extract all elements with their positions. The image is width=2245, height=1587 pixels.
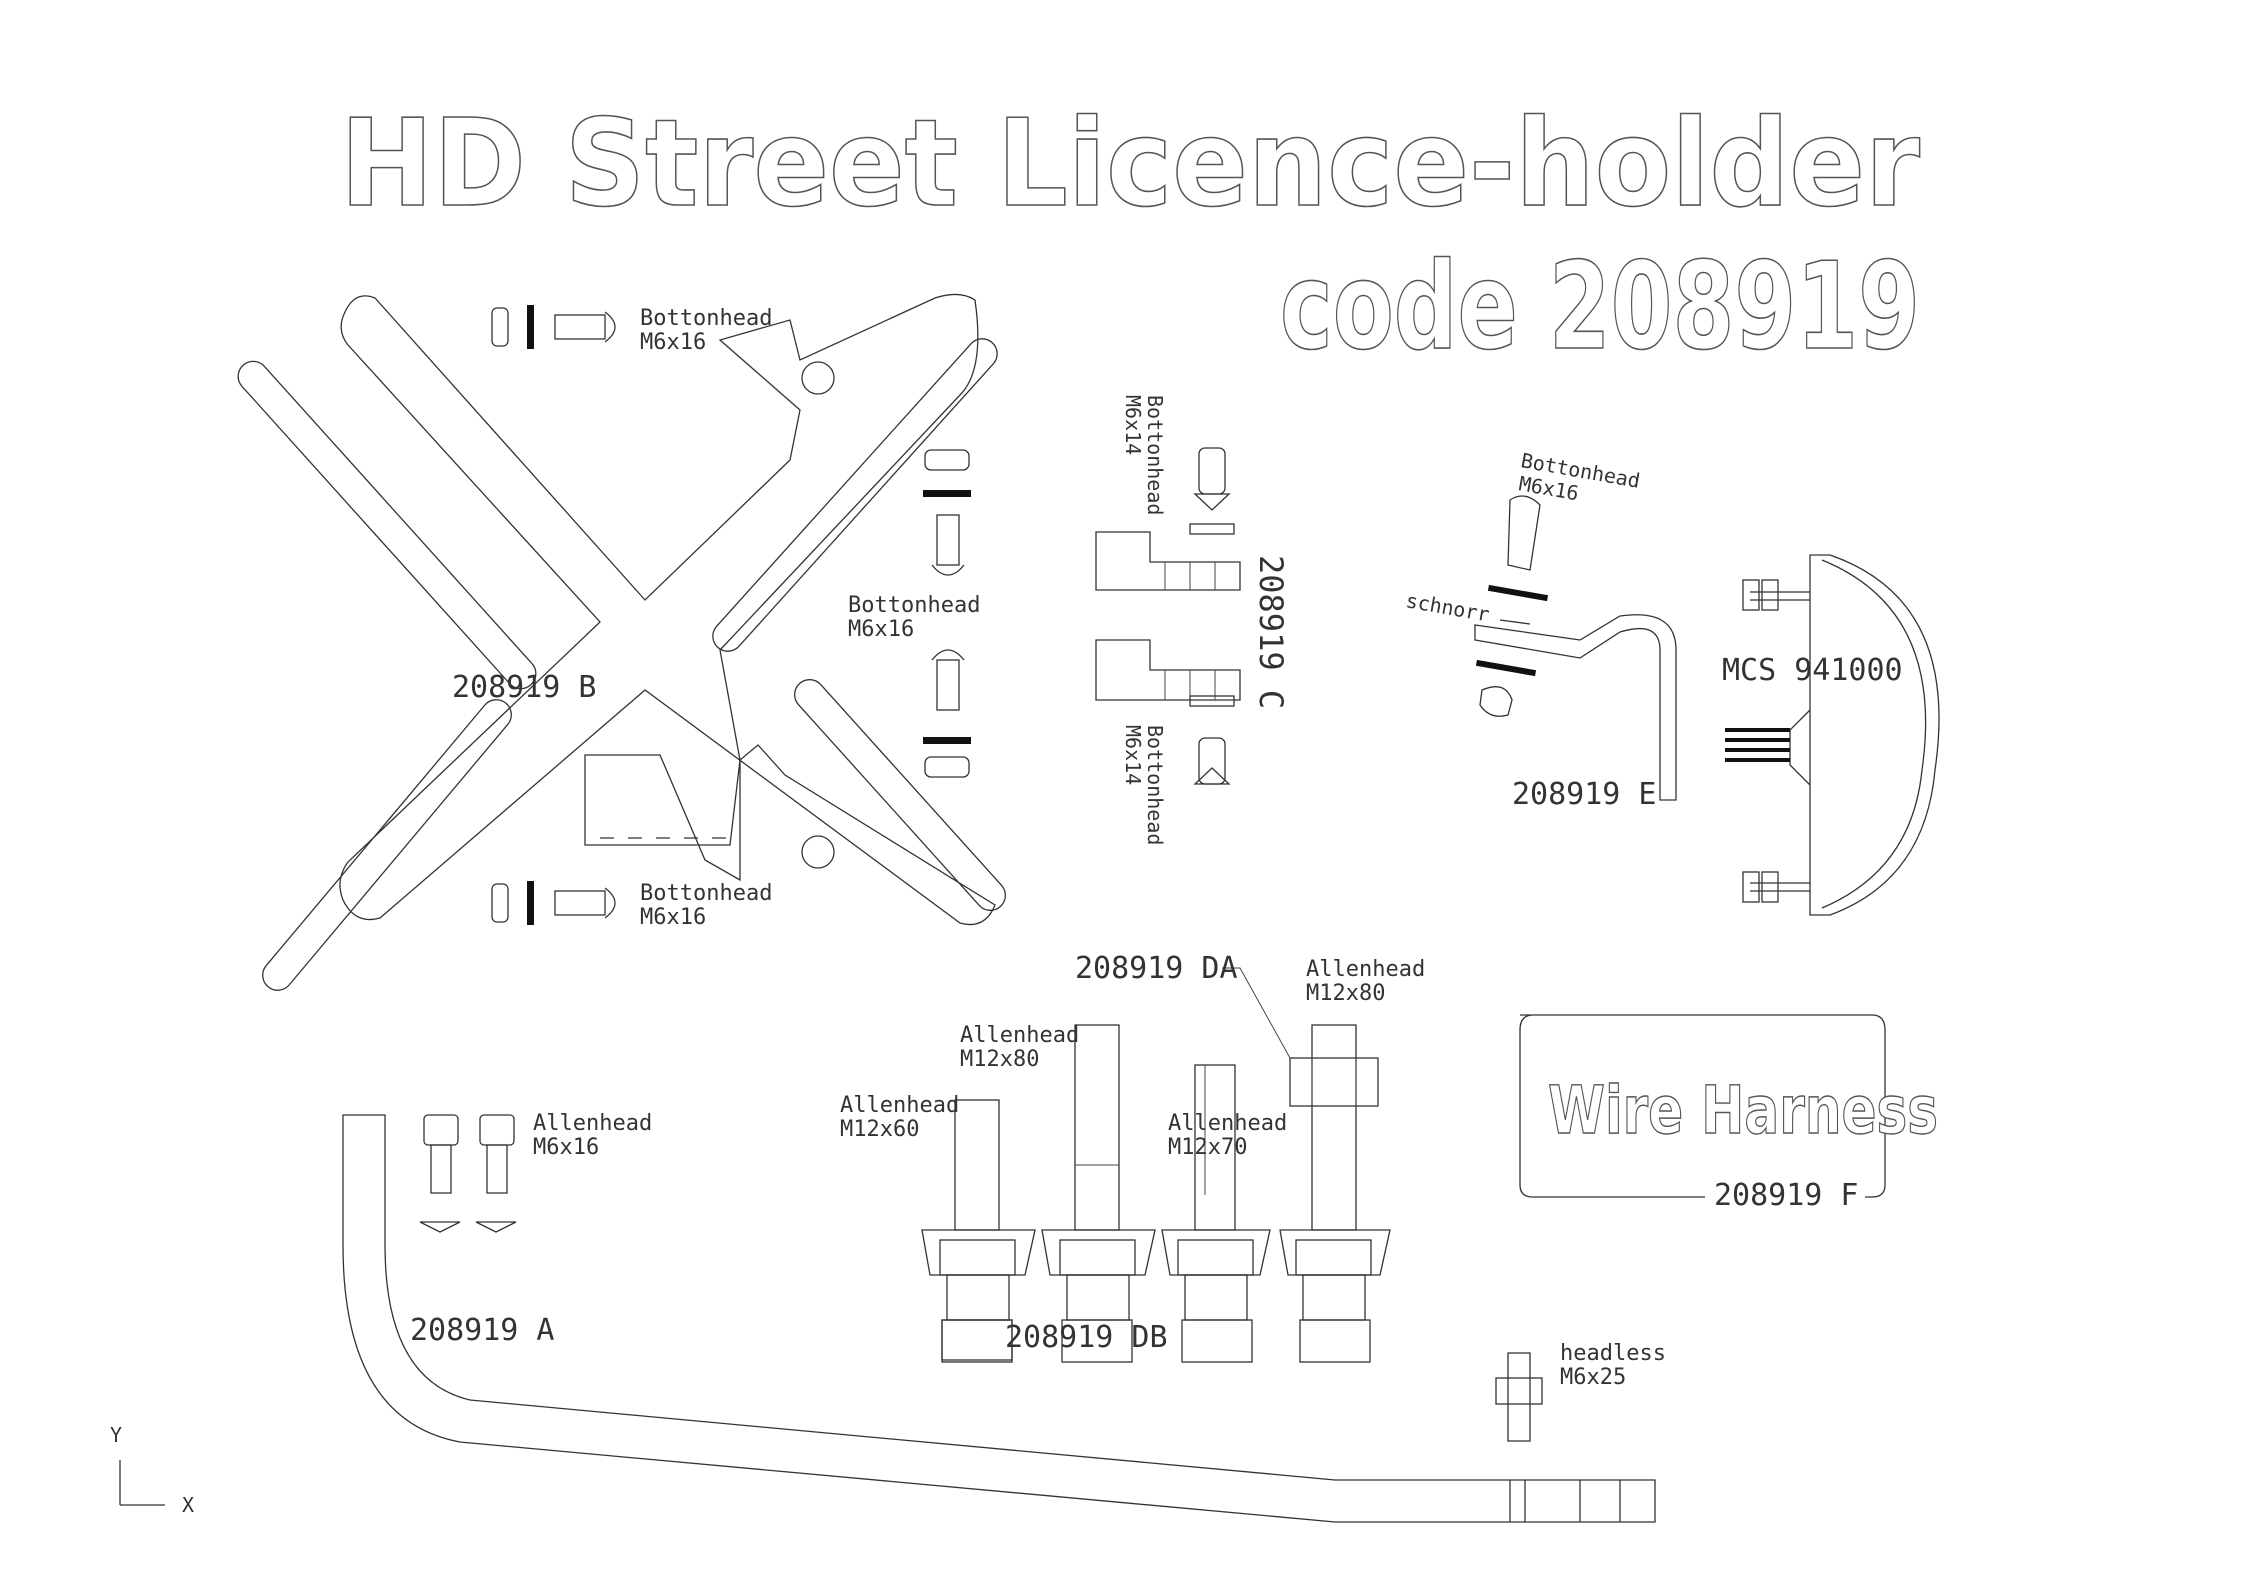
wire-harness-label: Wire Harness — [1548, 1072, 1938, 1149]
label-allenhead-2: Allenhead — [960, 1023, 1079, 1048]
label-m6x25: M6x25 — [1560, 1365, 1626, 1390]
label-208919-f: 208919 F — [1714, 1178, 1859, 1213]
label-208919-c: 208919 C — [1252, 555, 1290, 709]
bracket-208919-e: Bottonhead M6x16 schnorr 208919 E — [1404, 448, 1677, 812]
axis-y-label: Y — [110, 1423, 122, 1447]
label-m6x16-bottom: M6x16 — [640, 905, 706, 930]
buttonhead-screw-bottom: Bottonhead M6x16 — [491, 881, 772, 930]
label-208919-a: 208919 A — [410, 1313, 555, 1348]
axis-x-label: X — [182, 1493, 194, 1517]
label-m6x16-allen: M6x16 — [533, 1135, 599, 1160]
label-m6x16-mid: M6x16 — [848, 617, 914, 642]
label-208919-db: 208919 DB — [1005, 1320, 1168, 1355]
label-allenhead-3: Allenhead — [1168, 1111, 1287, 1136]
label-allenhead-m6: Allenhead — [533, 1111, 652, 1136]
label-allenhead-4: Allenhead — [1306, 957, 1425, 982]
label-schnorr: schnorr — [1404, 588, 1491, 626]
label-bottonhead-c-bottom: Bottonhead — [1143, 725, 1167, 845]
label-bottonhead-bottom: Bottonhead — [640, 881, 772, 906]
label-m12x60: M12x60 — [840, 1117, 919, 1142]
label-headless: headless — [1560, 1341, 1666, 1366]
axis-indicator: Y X — [110, 1423, 194, 1517]
buttonhead-screw-vertical: Bottonhead M6x16 — [848, 449, 980, 778]
lamp-mcs-941000: MCS 941000 — [1722, 554, 1940, 916]
spacer-set-208919-db: Allenhead M12x60 Allenhead M12x80 Allenh… — [840, 951, 1425, 1363]
label-m12x80-2: M12x80 — [1306, 981, 1385, 1006]
label-m6x14-c-top: M6x14 — [1121, 395, 1145, 455]
label-m12x80-1: M12x80 — [960, 1047, 1039, 1072]
wire-harness-208919-f: Wire Harness 208919 F — [1519, 1014, 1939, 1213]
allenhead-screw-pair: Allenhead M6x16 — [419, 1111, 652, 1233]
buttonhead-screw-top: Bottonhead M6x16 — [491, 305, 772, 355]
label-allenhead-1: Allenhead — [840, 1093, 959, 1118]
label-m12x70: M12x70 — [1168, 1135, 1247, 1160]
label-208919-e: 208919 E — [1512, 777, 1657, 812]
label-m6x14-c-bottom: M6x14 — [1121, 725, 1145, 785]
bracket-208919-c: 208919 C Bottonhead M6x14 Bottonhead M6x… — [1095, 395, 1290, 845]
label-bottonhead-mid: Bottonhead — [848, 593, 980, 618]
label-mcs-941000: MCS 941000 — [1722, 653, 1903, 688]
headless-screw: headless M6x25 — [1495, 1341, 1666, 1442]
label-208919-b: 208919 B — [452, 670, 597, 705]
label-bottonhead-top: Bottonhead — [640, 306, 772, 331]
plate-208919-b: 208919 B — [237, 293, 1006, 991]
label-bottonhead-c-top: Bottonhead — [1143, 395, 1167, 515]
label-m6x16-top: M6x16 — [640, 330, 706, 355]
drawing-title: HD Street Licence-holder — [340, 95, 1920, 234]
arm-208919-a: 208919 A — [342, 1114, 1656, 1523]
drawing-code: code 208919 — [1280, 238, 1920, 377]
label-208919-da: 208919 DA — [1075, 951, 1238, 986]
